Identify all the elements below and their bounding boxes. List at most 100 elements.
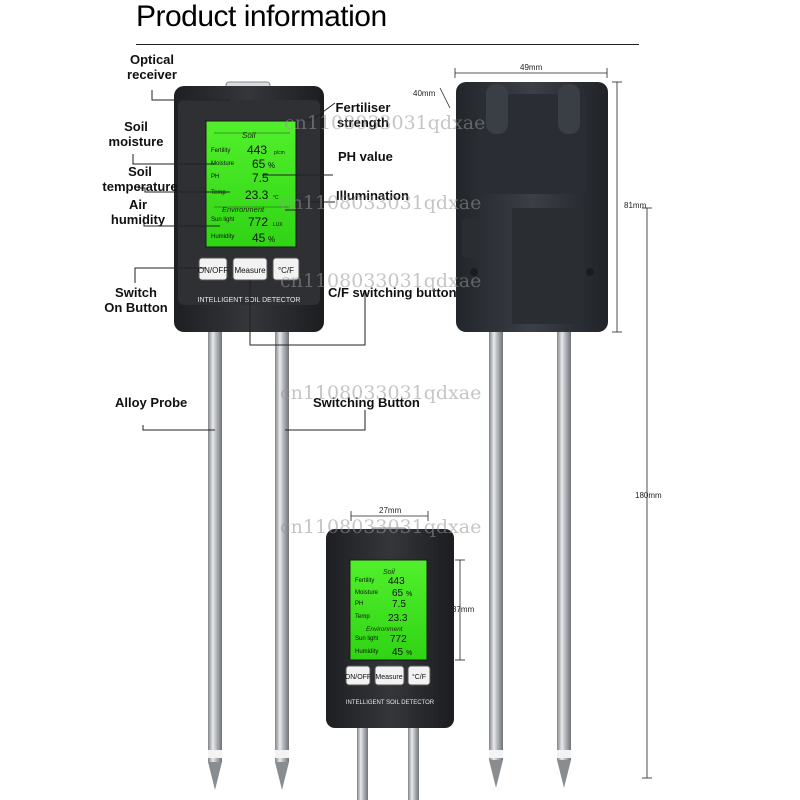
dim-screen-height: 37mm	[452, 605, 475, 614]
svg-text:Measure: Measure	[234, 266, 266, 275]
right-probe	[275, 332, 289, 762]
screw	[586, 268, 594, 276]
row-value: 772	[390, 634, 407, 645]
front-device: Soil Fertility 443 p/cm Moisture 65 % PH…	[174, 81, 324, 790]
small-screen-soil-heading: Soil	[383, 569, 395, 576]
label-switching-button: Switching Button	[313, 395, 420, 410]
probe-tip	[557, 760, 571, 788]
probe-tip	[275, 762, 289, 790]
row-unit: %	[268, 161, 275, 170]
row-unit: p/cm	[274, 150, 285, 156]
screen-env-heading: Environment	[222, 205, 265, 214]
row-label: Temp	[211, 190, 226, 196]
row-label: Moisture	[355, 590, 379, 596]
label-optical-receiver: Optical receiver	[127, 52, 177, 82]
row-unit: %	[406, 650, 412, 657]
watermark: cn1108033031qdxae	[280, 192, 482, 214]
row-value: 45	[392, 647, 404, 658]
back-label-plate	[512, 208, 584, 324]
svg-text:°C/F: °C/F	[412, 673, 426, 681]
power-button[interactable]: ON/OFF	[198, 257, 228, 281]
watermark: cn1108033031qdxae	[280, 270, 482, 292]
dim-width-back: 49mm	[520, 63, 543, 72]
probe-tip	[489, 760, 503, 788]
row-value: 23.3	[245, 188, 269, 202]
screen-soil-heading: Soil	[242, 131, 256, 140]
back-left-probe	[489, 200, 503, 760]
dim-height-body: 81mm	[624, 201, 647, 210]
row-value: 7.5	[252, 171, 269, 185]
row-value: 23.3	[388, 613, 408, 624]
screen-rows: Fertility 443 p/cm Moisture 65 % PH 7.5 …	[211, 143, 290, 245]
small-measure-button[interactable]: Measure	[374, 665, 405, 686]
label-alloy-probe: Alloy Probe	[115, 395, 188, 410]
lcd-screen	[205, 120, 297, 248]
back-device	[456, 82, 608, 788]
row-label: Sun light	[211, 217, 235, 223]
dimension-lines	[350, 68, 652, 779]
row-value: 45	[252, 231, 266, 245]
row-label: Fertility	[355, 578, 374, 584]
row-value: 65	[252, 157, 266, 171]
watermark: cn1108033031qdxae	[284, 112, 486, 134]
probe-tip	[208, 762, 222, 790]
watermark: cn1108033031qdxae	[280, 382, 482, 404]
measure-button[interactable]: Measure	[232, 257, 268, 281]
label-soil-temperature: Soil temperature	[102, 164, 178, 194]
label-switch-on-button: Switch On Button	[104, 285, 168, 315]
row-unit: °C	[273, 195, 279, 201]
small-device: Soil Fertility 443 Moisture 65 % PH 7.5 …	[326, 527, 454, 800]
small-probe-right	[408, 726, 419, 800]
label-fertiliser-strength: Fertiliser strength	[335, 100, 391, 130]
label-air-humidity: Air humidity	[110, 197, 166, 227]
row-label: PH	[355, 601, 363, 607]
row-unit: %	[406, 591, 412, 598]
row-value: 772	[248, 215, 268, 229]
row-label: Temp	[355, 614, 370, 620]
page-title: Product information	[136, 0, 387, 33]
probe-band	[489, 750, 503, 758]
label-soil-moisture: Soil moisture	[108, 119, 164, 149]
row-label: Sun light	[355, 636, 379, 642]
row-unit: LUX	[273, 222, 283, 228]
small-power-button[interactable]: ON/OFF	[345, 665, 371, 686]
row-label: Humidity	[355, 649, 378, 655]
small-unit-button[interactable]: °C/F	[407, 665, 431, 686]
small-brand-label: INTELLIGENT SOIL DETECTOR	[346, 700, 435, 706]
row-value: 7.5	[392, 599, 406, 610]
watermark: cn1108033031qdxae	[280, 516, 482, 538]
small-screen-rows: Fertility 443 Moisture 65 % PH 7.5 Temp …	[355, 576, 412, 658]
row-label: Moisture	[211, 161, 235, 167]
row-label: PH	[211, 174, 219, 180]
label-illumination: Illumination	[336, 188, 409, 203]
svg-text:Measure: Measure	[375, 674, 402, 681]
dim-depth: 40mm	[413, 89, 436, 98]
probe-band	[208, 750, 222, 758]
title-rule	[136, 44, 639, 45]
callout-lines	[132, 90, 366, 431]
small-probe-left	[357, 726, 368, 800]
label-ph-value: PH value	[338, 149, 393, 164]
unit-button[interactable]: °C/F	[272, 257, 300, 281]
row-unit: %	[268, 235, 275, 244]
left-probe	[208, 332, 222, 762]
row-label: Fertility	[211, 148, 230, 154]
small-lcd-screen	[349, 559, 428, 661]
probe-band	[557, 750, 571, 758]
brand-label: INTELLIGENT SOIL DETECTOR	[198, 297, 301, 304]
svg-text:°C/F: °C/F	[278, 266, 294, 275]
screw	[470, 268, 478, 276]
probe-band	[275, 750, 289, 758]
label-cf-switching-button: C/F switching button	[328, 285, 457, 300]
row-value: 443	[388, 576, 405, 587]
svg-text:ON/OFF: ON/OFF	[198, 266, 228, 275]
small-screen-env-heading: Environment	[366, 626, 404, 633]
dim-total-length: 180mm	[635, 491, 662, 500]
dim-screen-width: 27mm	[379, 506, 402, 515]
svg-text:ON/OFF: ON/OFF	[345, 674, 371, 681]
back-right-probe	[557, 200, 571, 760]
row-label: Humidity	[211, 234, 234, 240]
row-value: 443	[247, 143, 267, 157]
row-value: 65	[392, 588, 404, 599]
